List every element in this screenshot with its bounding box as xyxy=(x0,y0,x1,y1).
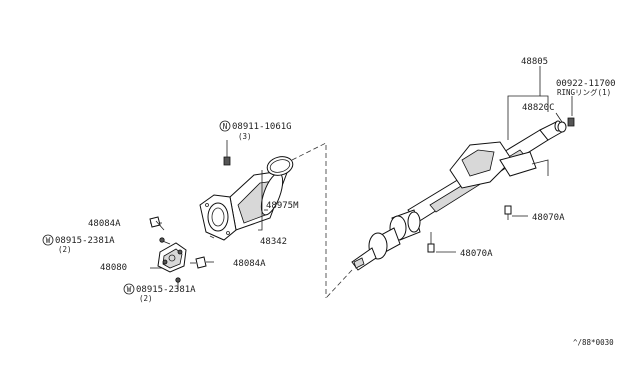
nut-08915-bottom xyxy=(175,277,181,283)
footer-code: ^/88*0030 xyxy=(573,338,614,347)
bolt-48084a-top xyxy=(149,216,165,231)
label-00922: 00922-11700 xyxy=(556,79,616,89)
label-08911: 08911-1061G xyxy=(232,122,292,132)
label-48975m: 48975M xyxy=(266,201,299,211)
label-08915-bottom: 08915-2381A xyxy=(136,285,196,295)
label-48805: 48805 xyxy=(521,57,548,67)
column-cover-assembly xyxy=(199,140,327,298)
svg-text:W: W xyxy=(127,285,132,294)
steering-column-assembly xyxy=(325,117,575,299)
label-08915-bottom-qty: (2) xyxy=(139,294,153,303)
joint-bracket-48080 xyxy=(157,242,187,273)
label-48070a-bottom: 48070A xyxy=(460,249,493,259)
leader-lines-right xyxy=(436,66,573,253)
svg-text:N: N xyxy=(223,122,228,131)
label-48070a-right: 48070A xyxy=(532,213,565,223)
w-badge-icon-bottom: W xyxy=(123,283,135,295)
label-48820c: 48820C xyxy=(522,103,555,113)
label-48084a-top: 48084A xyxy=(88,219,121,229)
label-48342: 48342 xyxy=(260,237,287,247)
label-08915-top: 08915-2381A xyxy=(55,236,115,246)
label-ring: RINGリング(1) xyxy=(557,87,611,97)
label-08915-top-qty: (2) xyxy=(58,245,72,254)
label-08911-qty: (3) xyxy=(238,132,252,141)
part-labels: 48805 00922-11700 RINGリング(1) 48820C 0891… xyxy=(55,57,616,347)
label-48080: 48080 xyxy=(100,263,127,273)
n-badge-icon: N xyxy=(219,120,231,132)
w-badge-icon-top: W xyxy=(42,234,54,246)
bolt-48084a-bottom xyxy=(195,256,214,269)
svg-text:W: W xyxy=(46,236,51,245)
label-48084a-bottom: 48084A xyxy=(233,259,266,269)
nut-08915-top xyxy=(159,237,165,243)
